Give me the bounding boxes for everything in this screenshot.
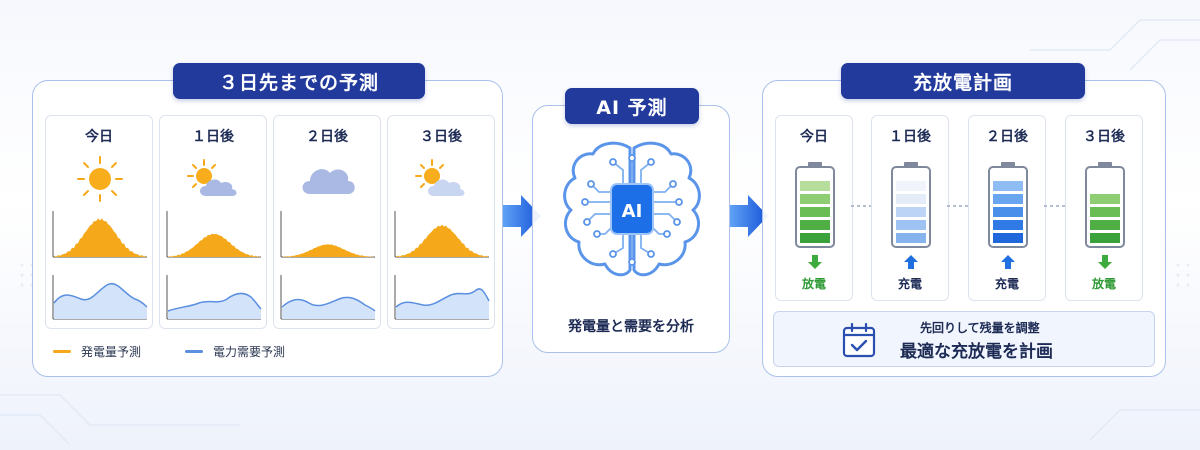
demand-forecast-chart (394, 275, 490, 320)
plan-action-label: 充電 (897, 277, 922, 291)
ai-panel: AI 予測 AI 発電量と需要を分析 (532, 88, 730, 353)
sun-cloud-icon (187, 159, 237, 196)
calendar-check-icon (842, 322, 876, 358)
demand-curve (53, 282, 148, 308)
plan-action-label: 放電 (801, 277, 826, 291)
cloud-icon (302, 169, 355, 194)
generation-curve (54, 218, 146, 257)
plan-day-label: 今日 (800, 129, 828, 145)
plan-action-label: 充電 (994, 277, 1019, 291)
legend-swatch-generation (53, 350, 71, 353)
generation-forecast-chart (394, 211, 489, 258)
ai-chip-label: AI (622, 201, 643, 222)
charge-plan-panel: 充放電計画 今日 放電 １日後 (762, 63, 1166, 377)
plan-summary-box: 先回りして残量を調整 最適な充放電を計画 (773, 311, 1155, 367)
battery-icon (891, 162, 931, 248)
battery-icon (795, 162, 835, 248)
forecast-day-card-2: ２日後 (273, 115, 381, 329)
demand-forecast-chart (166, 275, 262, 320)
generation-curve (282, 244, 374, 257)
demand-forecast-chart (280, 275, 376, 320)
sun-cloud-icon (415, 159, 465, 196)
legend-demand: 電力需要予測 (185, 343, 285, 360)
demand-curve (167, 292, 262, 312)
arrow-down-icon (808, 255, 822, 269)
demand-forecast-chart (52, 275, 148, 320)
plan-day-card-2: ２日後 充電 (968, 115, 1046, 301)
demand-curve (395, 288, 490, 308)
arrow-down-icon (1098, 255, 1112, 269)
plan-day-label: １日後 (889, 129, 931, 145)
generation-forecast-chart (280, 211, 375, 258)
plan-day-card-today: 今日 放電 (775, 115, 853, 301)
demand-area (168, 293, 261, 319)
battery-icon (1085, 162, 1125, 248)
summary-subtitle: 先回りして残量を調整 (920, 321, 1040, 335)
ai-brain-icon: AI (563, 141, 701, 277)
day-label: ２日後 (306, 129, 348, 145)
plan-day-card-1: １日後 充電 (871, 115, 949, 301)
plan-day-card-3: ３日後 放電 (1065, 115, 1143, 301)
plan-action-label: 放電 (1091, 277, 1116, 291)
day-label: １日後 (192, 129, 234, 145)
generation-curve (396, 224, 488, 257)
generation-curve (168, 233, 260, 257)
forecast-title: ３日先までの予測 (173, 63, 425, 99)
ai-caption: 発電量と需要を分析 (568, 319, 694, 335)
legend-swatch-demand (185, 350, 203, 353)
plan-day-label: ２日後 (986, 129, 1028, 145)
forecast-day-card-3: ３日後 (387, 115, 495, 329)
legend-label: 電力需要予測 (213, 345, 286, 359)
forecast-panel: ３日先までの予測 今日 １日後 (32, 63, 503, 377)
demand-area (396, 288, 489, 319)
demand-area (54, 283, 147, 319)
demand-curve (281, 296, 376, 312)
flow-arrow-icon (730, 195, 768, 237)
day-label: 今日 (85, 129, 113, 145)
forecast-day-card-1: １日後 (159, 115, 267, 329)
generation-forecast-chart (52, 211, 147, 258)
day-label: ３日後 (420, 129, 462, 145)
charge-plan-title: 充放電計画 (841, 63, 1085, 99)
arrow-up-icon (1001, 255, 1015, 269)
flow-arrow-icon (503, 195, 541, 237)
demand-area (282, 297, 375, 319)
plan-day-label: ３日後 (1083, 129, 1125, 145)
generation-forecast-chart (166, 211, 261, 258)
arrow-up-icon (904, 255, 918, 269)
legend-label: 発電量予測 (81, 345, 142, 359)
sun-icon (77, 156, 123, 202)
summary-title: 最適な充放電を計画 (900, 342, 1053, 362)
legend-generation: 発電量予測 (53, 343, 141, 360)
ai-title: AI 予測 (565, 88, 699, 124)
forecast-day-card-today: 今日 (45, 115, 153, 329)
battery-icon (988, 162, 1028, 248)
